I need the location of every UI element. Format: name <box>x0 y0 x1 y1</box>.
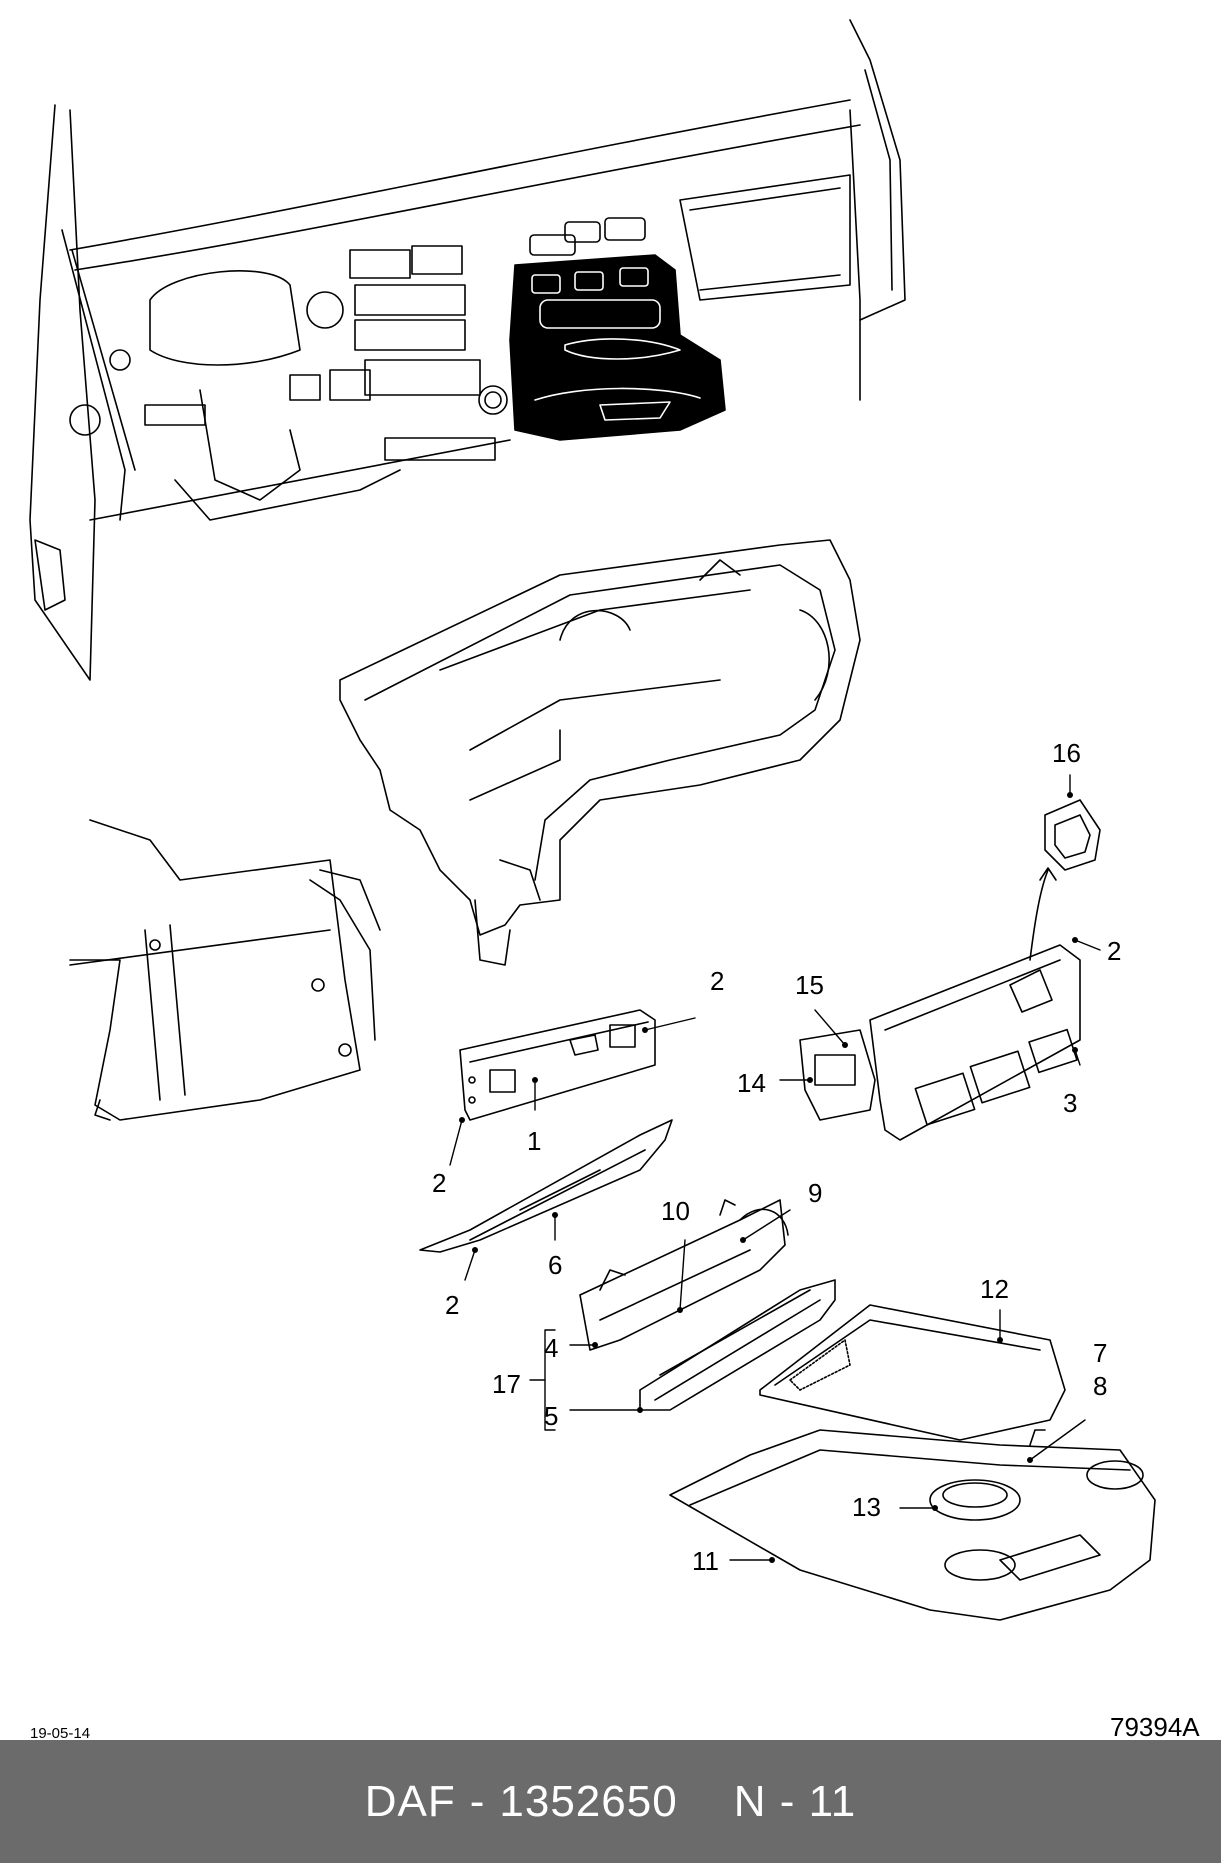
callout-14: 14 <box>737 1068 766 1098</box>
callout-3: 3 <box>1063 1088 1078 1118</box>
dashboard-carrier-frame <box>339 539 861 966</box>
callout-5: 5 <box>544 1401 559 1431</box>
footer-brand: DAF <box>364 1776 456 1826</box>
exploded-parts-drawing <box>29 19 1156 1621</box>
part-14-bracket <box>799 1029 876 1121</box>
footer-separator: - <box>469 1776 486 1826</box>
drawing-date: 19-05-14 <box>30 1725 91 1742</box>
footer-page-code: N - 11 <box>733 1776 857 1826</box>
part-10-duct <box>579 1199 789 1351</box>
part-6-trim-strip <box>419 1119 673 1253</box>
leader-dots <box>459 792 1078 1563</box>
callout-16: 16 <box>1052 738 1081 768</box>
part-1-support-plate <box>459 1009 656 1121</box>
footer-part-number: 1352650 <box>499 1776 678 1826</box>
callout-15: 15 <box>795 970 824 1000</box>
callout-17: 17 <box>492 1369 521 1399</box>
callout-2: 2 <box>710 966 725 996</box>
callout-8: 8 <box>1093 1371 1108 1401</box>
part-12-mat <box>759 1304 1066 1441</box>
callout-2: 2 <box>432 1168 447 1198</box>
dashboard-overview <box>29 19 906 681</box>
callout-2: 2 <box>1107 936 1122 966</box>
drawing-number: 79394A <box>1110 1712 1200 1742</box>
leader-lines <box>449 774 1101 1561</box>
callout-7: 7 <box>1093 1338 1108 1368</box>
callout-11: 11 <box>692 1546 719 1576</box>
callout-4: 4 <box>544 1333 559 1363</box>
steering-column-support <box>69 819 381 1121</box>
footer-bar: DAF - 1352650 N - 11 <box>0 1740 1221 1863</box>
callout-1: 1 <box>527 1126 542 1156</box>
callout-2: 2 <box>445 1290 460 1320</box>
callout-13: 13 <box>852 1492 881 1522</box>
part-11-storage-tray <box>669 1429 1156 1621</box>
part-3-console-panel <box>869 867 1081 1141</box>
callout-9: 9 <box>808 1178 823 1208</box>
callout-10: 10 <box>661 1196 690 1226</box>
part-5-tray <box>639 1279 836 1411</box>
callout-6: 6 <box>548 1250 563 1280</box>
callout-12: 12 <box>980 1274 1009 1304</box>
part-16-grommet <box>1044 799 1101 871</box>
